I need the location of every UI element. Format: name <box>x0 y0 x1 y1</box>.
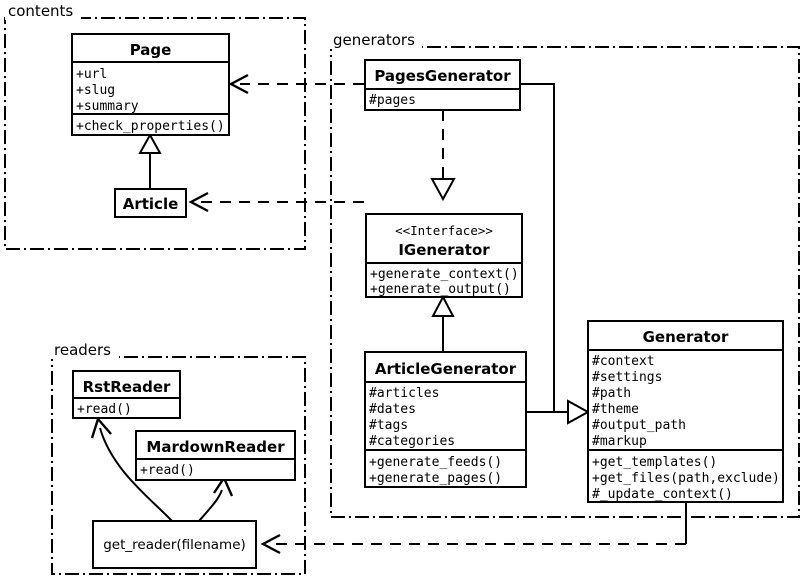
class-generator-box[interactable] <box>587 320 784 503</box>
open-arrowhead-icon <box>188 191 209 213</box>
class-articlegenerator[interactable]: ArticleGenerator #articles #dates #tags … <box>364 351 527 488</box>
class-igenerator-title: IGenerator <box>398 241 490 259</box>
class-igenerator-method: +generate_context() <box>370 267 519 282</box>
class-rstreader-title: RstReader <box>83 378 171 396</box>
class-generator[interactable]: Generator #context #settings #path #them… <box>587 320 784 503</box>
class-mardownreader-box[interactable] <box>135 430 296 481</box>
class-page-title: Page <box>130 41 172 59</box>
edge-pagesgenerator-to-page <box>228 73 364 95</box>
function-get-reader-box[interactable] <box>92 520 257 569</box>
edge-generators-to-generator <box>520 83 591 425</box>
hollow-triangle-icon <box>430 178 456 202</box>
class-article[interactable]: Article <box>114 188 187 218</box>
edge-article-to-page <box>138 132 162 189</box>
class-page-attribute: +url <box>76 67 107 82</box>
class-generator-method: #_update_context() <box>592 487 733 502</box>
open-arrowhead-icon <box>260 533 281 555</box>
function-get-reader[interactable]: get_reader(filename) <box>92 520 257 569</box>
package-generators-label-group: generators <box>330 31 422 49</box>
package-readers-label: readers <box>54 341 111 359</box>
hollow-triangle-icon <box>138 132 162 154</box>
function-get-reader-label: get_reader(filename) <box>103 537 246 553</box>
open-arrowhead-icon <box>228 73 249 95</box>
package-contents-border <box>4 17 306 250</box>
package-readers-label-group: readers <box>51 341 119 359</box>
label-backing <box>51 341 119 359</box>
edge-pagesgenerator-to-igenerator <box>430 110 456 202</box>
package-generators-border <box>330 46 800 518</box>
edge-curve <box>198 489 223 522</box>
class-generator-attribute: #output_path <box>592 418 686 433</box>
package-contents-label-group: contents <box>5 2 81 20</box>
class-articlegenerator-method: +generate_feeds() <box>369 455 502 470</box>
label-backing <box>5 2 81 20</box>
class-rstreader-method: +read() <box>77 402 132 417</box>
label-backing <box>330 31 422 49</box>
class-generator-method: +get_templates() <box>592 455 717 470</box>
class-page-attribute: +slug <box>76 83 115 98</box>
package-generators-label: generators <box>333 31 415 49</box>
class-article-title: Article <box>123 195 179 213</box>
class-mardownreader-title: MardownReader <box>146 438 285 456</box>
edge-articlegenerator-to-article <box>188 191 364 213</box>
class-igenerator-box[interactable] <box>365 213 523 298</box>
class-igenerator-stereotype: <<Interface>> <box>395 223 493 238</box>
class-article-box[interactable] <box>114 188 187 218</box>
edge-articlegenerator-to-igenerator <box>431 294 455 352</box>
class-articlegenerator-box[interactable] <box>364 351 527 488</box>
class-pagesgenerator-box[interactable] <box>364 59 521 111</box>
class-pagesgenerator-attribute: #pages <box>369 93 416 108</box>
class-page-attribute: +summary <box>76 99 139 114</box>
class-generator-title: Generator <box>643 328 729 346</box>
package-generators <box>330 46 800 518</box>
class-rstreader[interactable]: RstReader +read() <box>72 370 181 419</box>
package-contents <box>4 17 306 250</box>
class-igenerator-method: +generate_output() <box>370 282 511 297</box>
class-articlegenerator-method: +generate_pages() <box>369 471 502 486</box>
class-articlegenerator-attribute: #dates <box>369 402 416 417</box>
class-generator-attribute: #settings <box>592 370 662 385</box>
class-pagesgenerator[interactable]: PagesGenerator #pages <box>364 59 521 111</box>
class-generator-attribute: #theme <box>592 402 639 417</box>
class-igenerator[interactable]: <<Interface>> IGenerator +generate_conte… <box>365 213 523 298</box>
class-page-method: +check_properties() <box>76 119 225 134</box>
package-contents-label: contents <box>8 2 73 20</box>
class-generator-attribute: #markup <box>592 434 647 449</box>
hollow-triangle-icon <box>567 399 591 425</box>
edge-generator-to-get-reader <box>260 502 687 555</box>
edge-line-pagesgenerator <box>520 83 555 412</box>
class-page-box[interactable] <box>71 33 230 136</box>
class-mardownreader[interactable]: MardownReader +read() <box>135 430 296 481</box>
hollow-triangle-icon <box>431 294 455 317</box>
class-rstreader-box[interactable] <box>72 370 181 419</box>
package-readers-border <box>51 356 306 575</box>
class-articlegenerator-attribute: #articles <box>369 386 439 401</box>
package-readers <box>51 356 306 575</box>
class-pagesgenerator-title: PagesGenerator <box>374 67 511 85</box>
class-articlegenerator-title: ArticleGenerator <box>375 360 517 378</box>
class-generator-method: +get_files(path,exclude) <box>592 471 780 486</box>
class-mardownreader-method: +read() <box>140 463 195 478</box>
edge-get-reader-to-mardownreader <box>198 475 234 522</box>
class-generator-attribute: #context <box>592 354 655 369</box>
class-articlegenerator-attribute: #tags <box>369 418 408 433</box>
class-generator-attribute: #path <box>592 386 631 401</box>
class-page[interactable]: Page +url +slug +summary +check_properti… <box>71 33 230 136</box>
class-articlegenerator-attribute: #categories <box>369 434 455 449</box>
edge-curve <box>99 427 173 522</box>
